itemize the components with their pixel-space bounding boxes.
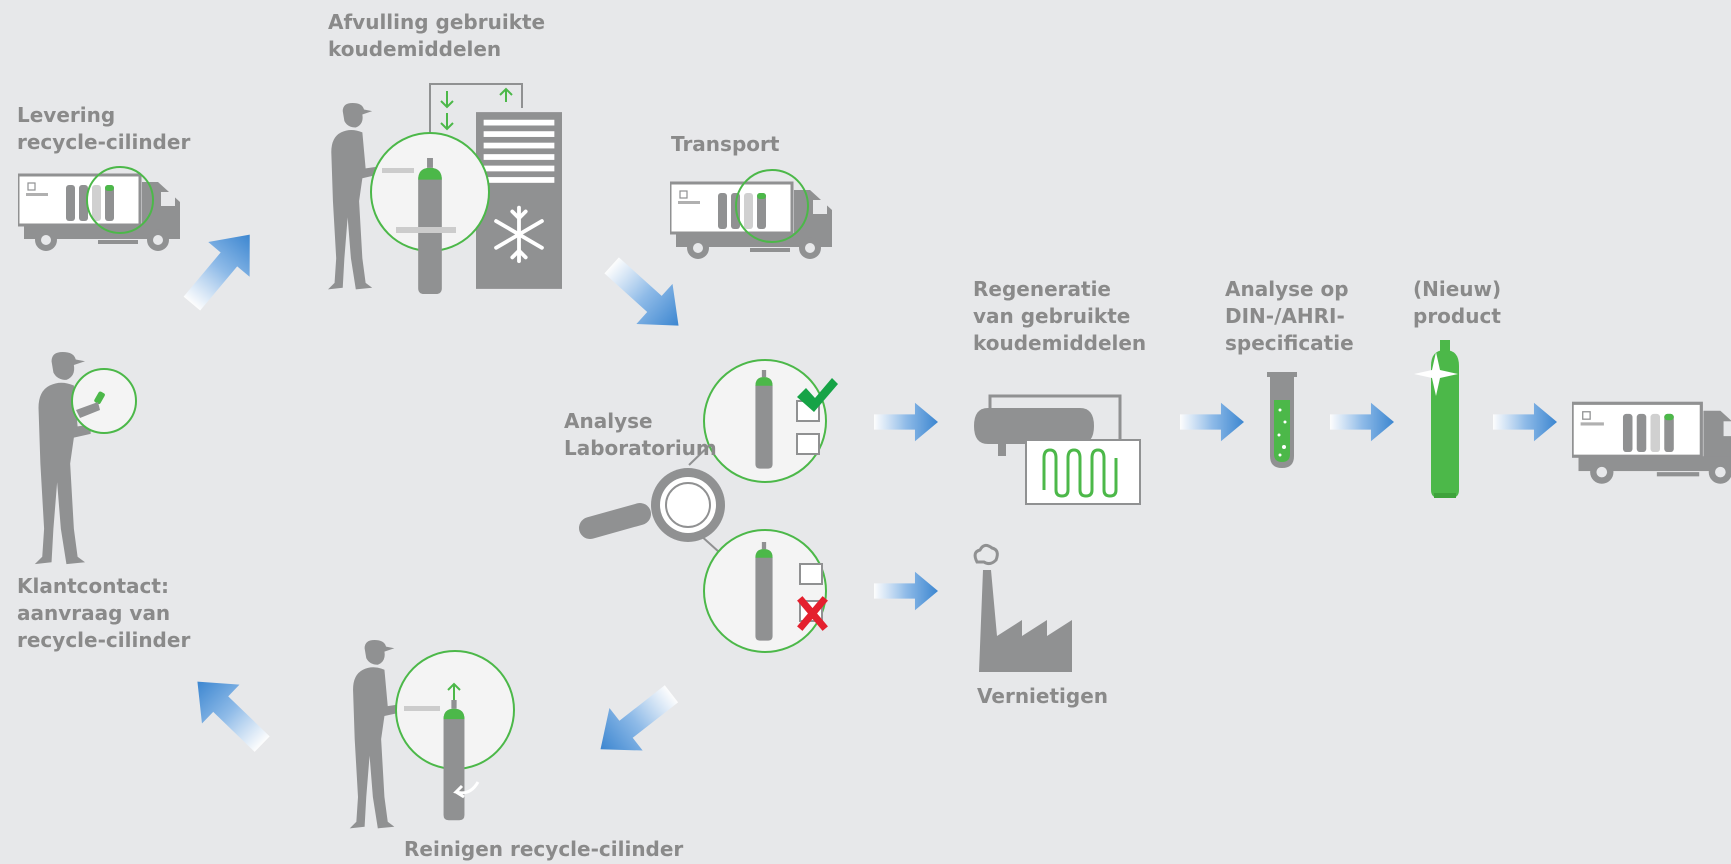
label-vernietigen: Vernietigen [977, 684, 1109, 708]
arrow-icon [583, 672, 689, 771]
pipe [429, 83, 523, 152]
truck-icon [18, 173, 182, 253]
phone-icon [94, 391, 105, 404]
checkbox [796, 433, 820, 455]
truck-icon [670, 181, 834, 261]
zoom-circle [86, 166, 154, 234]
regeneration-machine-icon [974, 394, 1141, 505]
gas-cylinder-icon [418, 158, 442, 295]
cross-icon [797, 596, 828, 631]
zoom-circle [735, 169, 809, 243]
arrow-icon [1493, 402, 1557, 442]
label-analyse-laboratorium: Analyse Laboratorium [564, 409, 717, 460]
label-analyse-specificatie: Analyse op DIN-/AHRI- specificatie [1225, 277, 1354, 355]
flow-arrows-icon [440, 87, 513, 131]
worker-icon [328, 103, 378, 290]
gas-cylinder-icon [755, 370, 773, 469]
arrow-icon [178, 662, 281, 764]
arrow-icon [1330, 402, 1394, 442]
arrow-icon [874, 402, 938, 442]
arrow-icon [171, 217, 271, 321]
magnifier-icon [579, 435, 725, 553]
label-transport: Transport [671, 132, 780, 156]
worker-icon [349, 640, 400, 829]
truck-icon [1572, 401, 1731, 486]
sparkle-icon [1414, 352, 1458, 396]
arrow-icon [874, 571, 938, 611]
label-reinigen: Reinigen recycle-cilinder [404, 837, 684, 861]
label-regeneratie: Regeneratie van gebruikte koudemiddelen [973, 277, 1147, 355]
arrow-icon [593, 245, 697, 346]
checkbox [799, 563, 823, 585]
checkmark-icon [797, 378, 838, 412]
valve [382, 168, 414, 173]
arrow-icon [1180, 402, 1244, 442]
gas-cylinder-icon [755, 542, 773, 641]
valve [404, 706, 440, 711]
label-afvulling: Afvulling gebruikte koudemiddelen [328, 10, 546, 61]
hand [76, 402, 100, 418]
zoom-circle [71, 368, 137, 434]
label-klantcontact: Klantcontact: aanvraag van recycle-cilin… [17, 574, 191, 652]
stand [396, 227, 456, 233]
label-nieuw-product: (Nieuw) product [1413, 277, 1502, 328]
flow-arrows-icon [447, 682, 461, 700]
gas-cylinder-icon [443, 700, 465, 821]
test-tube-icon [1267, 372, 1297, 468]
factory-icon [973, 543, 1072, 672]
rotate-arrow-icon [453, 781, 480, 799]
label-levering: Levering recycle-cilinder [17, 103, 191, 154]
